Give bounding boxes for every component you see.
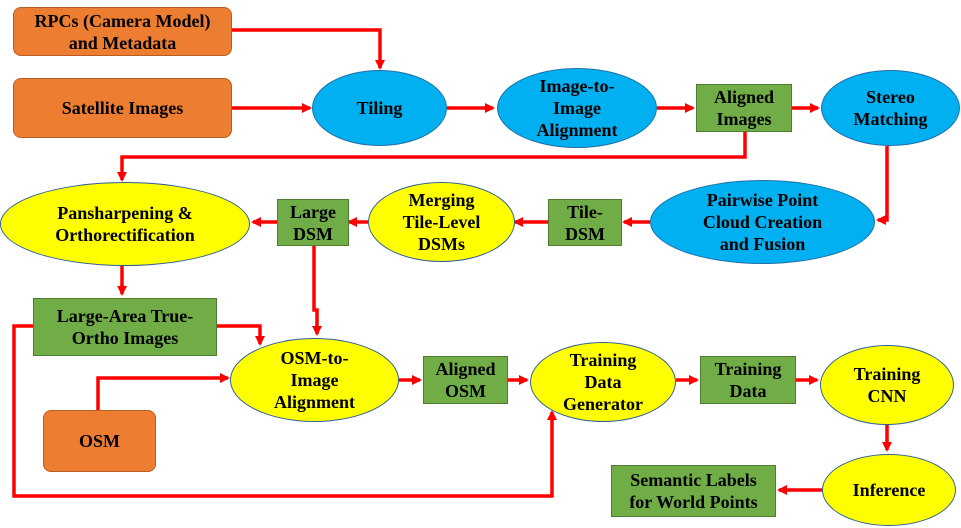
edge-true-ortho-to-training-generator — [12, 324, 557, 498]
satellite-images-node: Satellite Images — [13, 78, 232, 138]
large-area-true-ortho-node: Large-Area True- Ortho Images — [33, 298, 217, 356]
edge-large-dsm-to-osm-alignment — [312, 246, 322, 336]
merging-tile-level-dsms-node: Merging Tile-Level DSMs — [368, 182, 515, 262]
edge-rpcs-to-tiling — [232, 28, 385, 70]
edge-aligned-images-to-pansharpening — [117, 132, 747, 182]
stereo-matching-node: Stereo Matching — [821, 70, 960, 146]
edge-stereo-to-pairwise — [876, 146, 889, 225]
edge-osm-to-osm-alignment — [96, 373, 230, 410]
aligned-osm-node: Aligned OSM — [423, 356, 508, 404]
training-data-node: Training Data — [700, 356, 796, 404]
osm-to-image-alignment-node: OSM-to- Image Alignment — [230, 338, 399, 422]
semantic-labels-node: Semantic Labels for World Points — [611, 465, 776, 517]
training-cnn-node: Training CNN — [820, 345, 954, 425]
image-to-image-alignment-node: Image-to- Image Alignment — [497, 68, 657, 148]
osm-node: OSM — [43, 410, 156, 472]
inference-node: Inference — [822, 454, 956, 526]
edge-true-ortho-to-osm-alignment — [217, 324, 265, 346]
aligned-images-node: Aligned Images — [696, 84, 792, 132]
training-data-generator-node: Training Data Generator — [530, 342, 676, 422]
large-dsm-node: Large DSM — [277, 199, 349, 246]
rpcs-metadata-node: RPCs (Camera Model) and Metadata — [13, 7, 232, 56]
tiling-node: Tiling — [312, 70, 447, 146]
pansharpening-orthorectification-node: Pansharpening & Orthorectification — [0, 182, 250, 266]
pairwise-point-cloud-node: Pairwise Point Cloud Creation and Fusion — [650, 180, 875, 264]
tile-dsm-node: Tile- DSM — [548, 199, 622, 246]
